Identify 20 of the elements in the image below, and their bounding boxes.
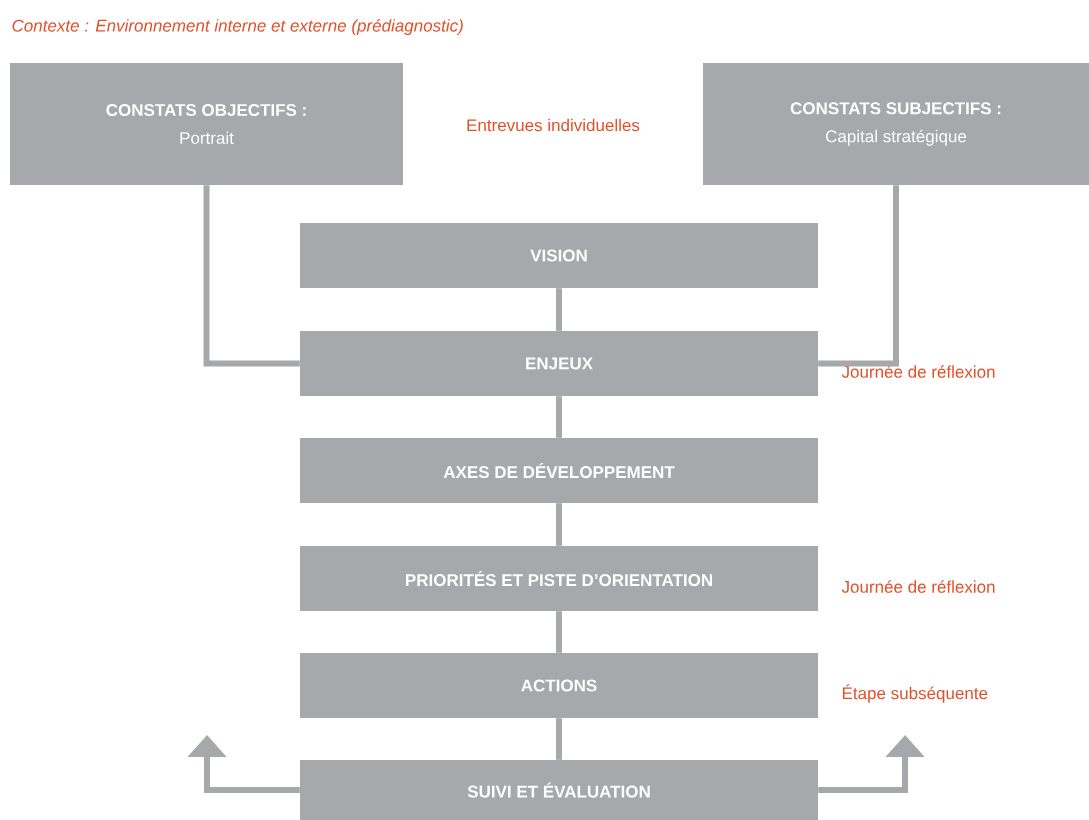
process-box: VISION bbox=[300, 223, 818, 288]
process-box: SUIVI ET ÉVALUATION bbox=[300, 760, 818, 820]
title: Contexte : Environnement interne et externe (prédiagnostic) bbox=[12, 19, 463, 36]
process-box: CONSTATS OBJECTIFS : Portrait bbox=[10, 63, 403, 185]
connector bbox=[818, 185, 899, 367]
connector bbox=[556, 396, 562, 438]
note-text: Entrevues individuelles bbox=[467, 118, 640, 132]
connector bbox=[556, 611, 562, 653]
connector bbox=[556, 503, 562, 546]
process-box: ACTIONS bbox=[300, 653, 818, 718]
process-box: ENJEUX bbox=[300, 331, 818, 396]
step-note: Étape subséquente bbox=[842, 684, 988, 703]
process-box: PRIORITÉS ET PISTE D’ORIENTATION bbox=[300, 546, 818, 611]
process-box: CONSTATS SUBJECTIFS : Capital stratégique bbox=[703, 63, 1089, 185]
process-box: AXES DE DÉVELOPPEMENT bbox=[300, 438, 818, 503]
step-note: Journée de réflexion bbox=[841, 580, 995, 593]
connector bbox=[203, 185, 300, 367]
connector bbox=[556, 288, 562, 331]
connector bbox=[556, 718, 562, 760]
step-note: Journée de réflexion bbox=[841, 365, 995, 378]
